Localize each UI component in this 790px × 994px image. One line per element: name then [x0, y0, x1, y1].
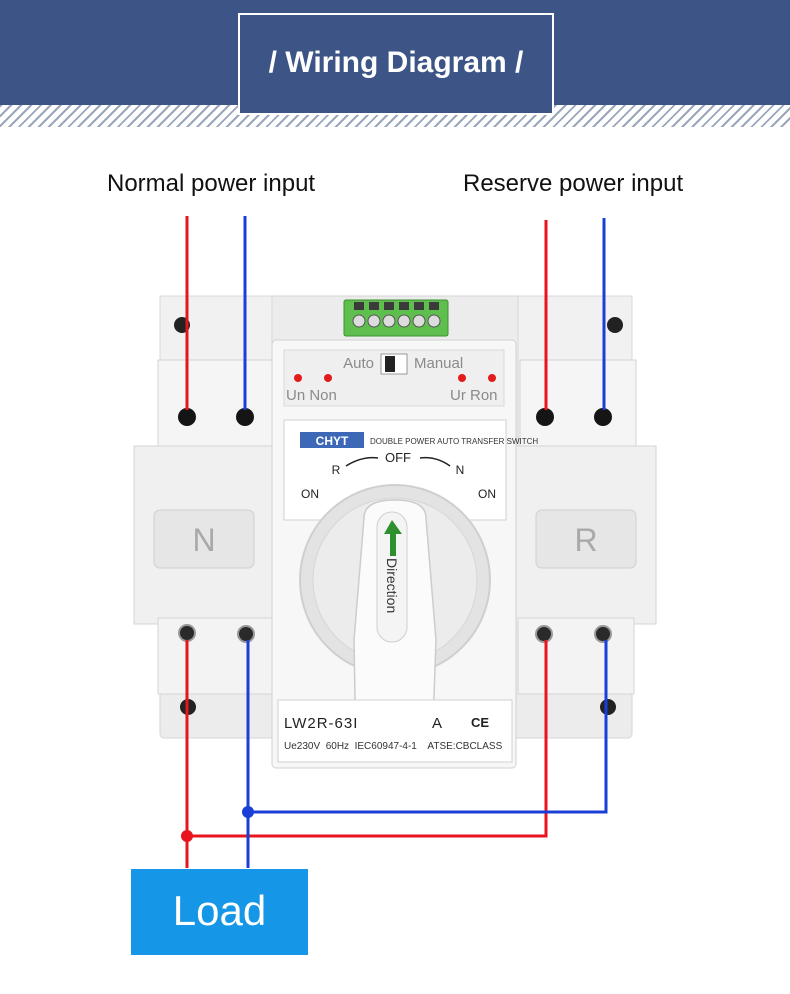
- model-number: LW2R-63I: [284, 715, 358, 732]
- dial-on-right-label: ON: [478, 487, 496, 501]
- dial-n-label: N: [456, 463, 465, 477]
- product-name: DOUBLE POWER AUTO TRANSFER SWITCH: [370, 437, 538, 446]
- dial-off-label: OFF: [385, 450, 411, 465]
- terminal-screw: [594, 625, 612, 643]
- dial-on-left-label: ON: [301, 487, 319, 501]
- spec-line: Ue230V 60Hz IEC60947-4-1 ATSE:CBCLASS: [284, 741, 503, 752]
- reserve-live-output-wire: [187, 640, 548, 838]
- mode-auto-label: Auto: [343, 355, 374, 372]
- normal-power-input-label: Normal power input: [107, 170, 316, 197]
- page-title: / Wiring Diagram /: [268, 46, 524, 79]
- indicator-right-label: Ur Ron: [450, 387, 498, 404]
- side-label-n: N: [192, 522, 215, 558]
- terminal-screw: [178, 408, 196, 426]
- brand-logo: [300, 432, 364, 448]
- indicator-ur: [458, 374, 466, 382]
- terminal-screw: [535, 625, 553, 643]
- model-suffix: A: [432, 715, 442, 732]
- handle-direction-text: Direction: [384, 558, 400, 613]
- mount-hole: [607, 317, 623, 333]
- mount-hole: [600, 699, 616, 715]
- brand-name: CHYT: [316, 434, 349, 448]
- load-box: Load: [131, 869, 308, 955]
- ce-mark: CE: [471, 715, 489, 730]
- reserve-neutral-output-wire: [248, 640, 608, 814]
- reserve-power-input-label: Reserve power input: [463, 170, 684, 197]
- rotary-handle[interactable]: Direction: [353, 499, 437, 753]
- load-label: Load: [172, 887, 267, 934]
- dial-r-label: R: [332, 463, 341, 477]
- terminal-screw: [536, 408, 554, 426]
- terminal-screw: [236, 408, 254, 426]
- indicator-non: [324, 374, 332, 382]
- side-label-r: R: [574, 522, 597, 558]
- title-box: / Wiring Diagram /: [238, 13, 554, 115]
- neutral-junction-dot: [242, 806, 254, 818]
- mode-manual-label: Manual: [414, 355, 463, 372]
- terminal-screw: [178, 624, 196, 642]
- header-hatch-stripe: [0, 105, 790, 127]
- direction-arrow-icon: [384, 520, 402, 556]
- indicator-ron: [488, 374, 496, 382]
- terminal-screw: [237, 625, 255, 643]
- terminal-screw: [594, 408, 612, 426]
- indicator-un: [294, 374, 302, 382]
- transfer-switch-device: N R Auto Manual: [133, 295, 657, 769]
- live-junction-dot: [181, 830, 193, 842]
- indicator-left-label: Un Non: [286, 387, 337, 404]
- green-control-connector: [343, 299, 449, 337]
